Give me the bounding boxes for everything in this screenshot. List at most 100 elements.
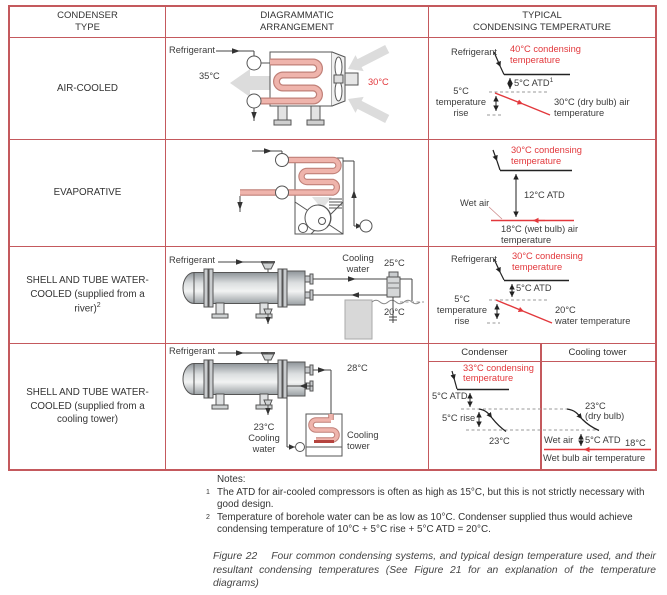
river-temp-diagram (487, 258, 569, 324)
air-cooled-temp-diagram (487, 51, 570, 116)
type-label: SHELL AND TUBE WATER-COOLED (supplied fr… (26, 274, 149, 316)
air-in-arrow-top (348, 45, 390, 72)
ambient-label: 18°C (wet bulb) air temperature (501, 224, 579, 245)
river-condenser-diagram (182, 259, 424, 340)
figure-caption-label: Figure 22 (213, 551, 258, 562)
pump (359, 219, 373, 233)
wet-air-label: Wet air (460, 198, 490, 208)
evaporative-diagram (237, 148, 373, 235)
header-condenser-type: CONDENSER TYPE (10, 7, 166, 38)
river-arrangement-cell: Refrigerant Cooling water 25°C 20°C (166, 247, 429, 344)
refrigerant-label: Refrigerant (451, 254, 497, 264)
header-line: ARRANGEMENT (260, 22, 334, 33)
pump (386, 276, 401, 298)
fan-blade-icon (334, 56, 343, 78)
type-label: EVAPORATIVE (53, 187, 122, 199)
note-2: 2 Temperature of borehole water can be a… (201, 512, 661, 537)
type-text: SHELL AND TUBE WATER-COOLED (supplied fr… (26, 274, 149, 315)
air-out-temp: 35°C (199, 71, 220, 81)
header-line: TYPE (75, 22, 100, 33)
air-cooled-arrangement-cell: Refrigerant 35°C 30°C (166, 38, 429, 140)
shell-tube-condenser (182, 261, 314, 325)
header-line: CONDENSING TEMPERATURE (473, 22, 611, 33)
tower-condenser-diagram (182, 350, 343, 457)
river-temp: 20°C (384, 307, 405, 317)
dry-bulb-label: 23°C (dry bulb) (585, 401, 624, 423)
condensing-temp-label: 33°C condensing temperature (463, 362, 534, 384)
type-shell-tube-tower: SHELL AND TUBE WATER-COOLED (supplied fr… (10, 344, 166, 469)
note-2-marker: 2 (206, 513, 210, 521)
atd-label: 5°C ATD (516, 283, 552, 293)
cooling-tower-subheader: Cooling tower (568, 347, 627, 358)
tower-coil (309, 414, 339, 442)
evaporative-arrangement-cell (166, 140, 429, 247)
notes-title: Notes: (217, 474, 246, 485)
river-bank (344, 299, 373, 340)
note-1: 1 The ATD for air-cooled compressors is … (201, 487, 661, 512)
water-temp: 23°C (489, 435, 510, 446)
tower-temp-diagrams: 33°C condensing temperature 5°C ATD 5°C … (429, 363, 655, 470)
evaporative-temp-cell: 30°C condensing temperature 12°C ATD Wet… (429, 140, 655, 247)
note-1-text: The ATD for air-cooled compressors is of… (217, 486, 645, 511)
tower-temp-headers: Condenser Cooling tower (429, 344, 655, 362)
atd-label: 5°C ATD (432, 390, 468, 401)
ambient-label: 30°C (dry bulb) air temperature (554, 97, 630, 118)
condensing-temp-label: 30°C condensing temperature (512, 251, 583, 272)
condenser-table: CONDENSER TYPE DIAGRAMMATIC ARRANGEMENT … (8, 5, 657, 471)
subcolumn-divider (540, 344, 542, 469)
rise-label: 5°C rise (442, 412, 476, 423)
supply-temp: 25°C (384, 258, 405, 268)
header-line: CONDENSER (57, 10, 118, 22)
atd-label: 12°C ATD (524, 190, 565, 200)
coil (261, 59, 322, 104)
rise-label: 5°C temperature rise (435, 86, 487, 118)
air-cooled-temp-cell: Refrigerant 40°C condensing temperature … (429, 38, 655, 140)
air-out-arrow (230, 69, 270, 97)
fan-motor (344, 72, 359, 86)
air-cooled-diagram (216, 45, 390, 126)
header-diagrammatic-arrangement: DIAGRAMMATIC ARRANGEMENT (166, 7, 429, 38)
condensing-temp-label: 40°C condensing temperature (510, 44, 581, 65)
type-sup: 2 (96, 302, 101, 310)
wet-air-label: Wet air (544, 434, 574, 445)
header-line: TYPICAL (522, 10, 562, 22)
wet-bulb-label: Wet bulb air temperature (543, 452, 646, 463)
water-temp-text: water temperature (555, 315, 631, 326)
notes-block: Notes: 1 The ATD for air-cooled compress… (201, 474, 661, 537)
dry-bulb-value: 23°C (585, 400, 606, 411)
note-1-marker: 1 (206, 488, 210, 496)
type-label: AIR-COOLED (57, 82, 118, 94)
condenser-subheader: Condenser (461, 347, 508, 358)
dry-bulb-text: (dry bulb) (585, 411, 625, 422)
water-temp-label: 20°C water temperature (555, 305, 630, 327)
tower-temp-cell: Condenser Cooling tower (429, 344, 655, 469)
atd-label: 5°C ATD1 (514, 77, 553, 89)
rise-label: 5°C temperature rise (436, 294, 488, 326)
refrigerant-label: Refrigerant (169, 45, 215, 55)
evaporative-temp-diagram (488, 149, 574, 224)
header-typical-condensing-temperature: TYPICAL CONDENSING TEMPERATURE (429, 7, 655, 38)
type-evaporative: EVAPORATIVE (10, 140, 166, 247)
figure-caption-text: Four common condensing systems, and typi… (213, 551, 656, 589)
condensing-temp-label: 30°C condensing temperature (511, 145, 582, 166)
coil (240, 157, 341, 195)
fan-motor (298, 223, 308, 233)
air-in-arrow-bottom (348, 96, 390, 123)
fan-blade-icon (334, 80, 343, 102)
cooling-water-label: Cooling water (342, 253, 374, 274)
cooling-tower-label: Cooling tower (347, 430, 379, 451)
spray-cone (312, 197, 332, 209)
atd-sup: 1 (549, 77, 554, 84)
atd-label-2: 5°C ATD (585, 434, 621, 445)
type-label: SHELL AND TUBE WATER-COOLED (supplied fr… (26, 386, 149, 426)
type-air-cooled: AIR-COOLED (10, 38, 166, 140)
tower-arrangement-cell: Refrigerant 28°C 23°C Cooling water Cool… (166, 344, 429, 469)
supply-temp: 28°C (347, 363, 368, 373)
refrigerant-label: Refrigerant (451, 47, 497, 57)
tower-temp-diagram (450, 370, 651, 452)
shell-tube-condenser (182, 352, 314, 416)
note-2-text: Temperature of borehole water can be as … (217, 511, 633, 536)
atd-text: 5°C ATD (514, 78, 550, 89)
